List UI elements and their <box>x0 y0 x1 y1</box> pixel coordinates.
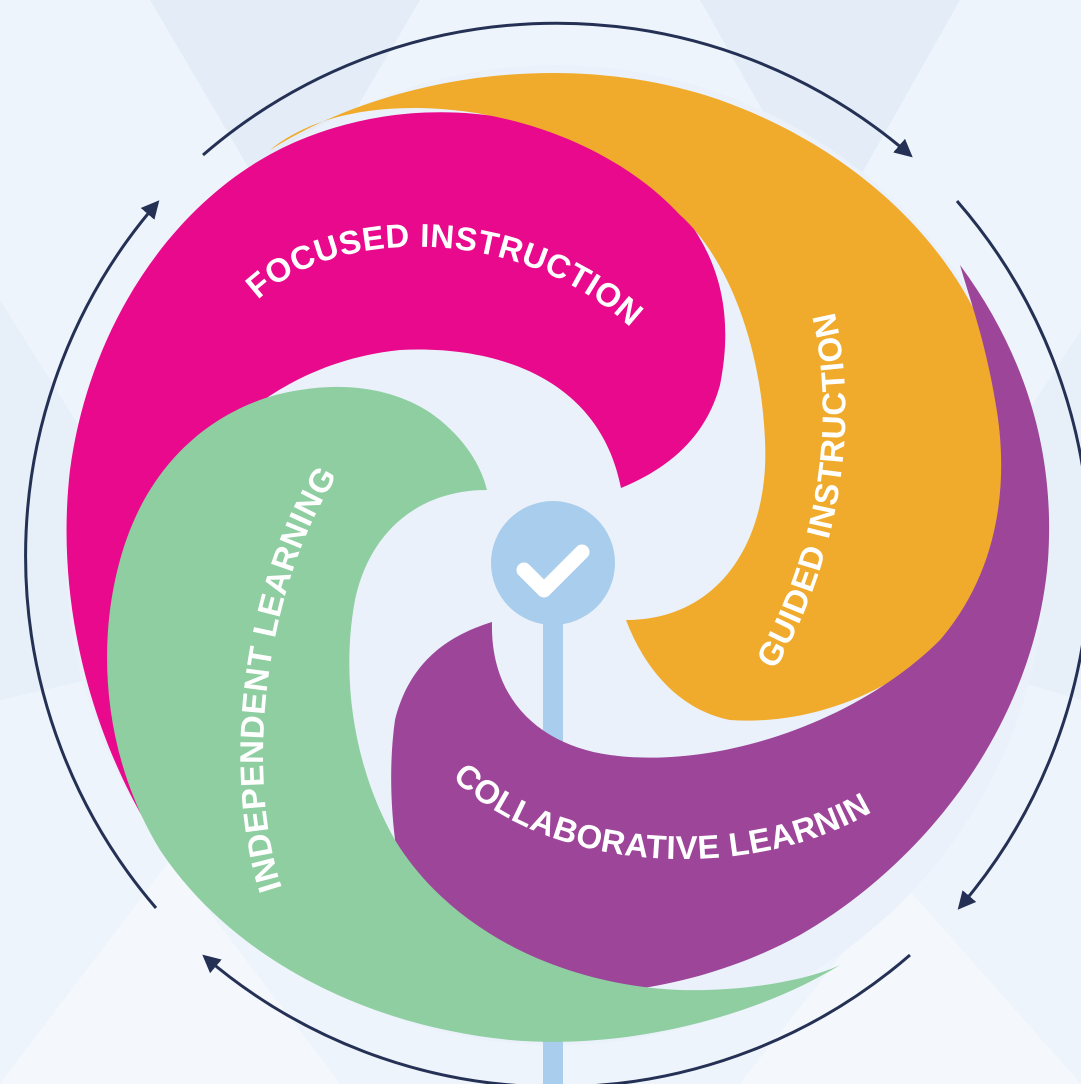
segment-guided[interactable] <box>270 72 1008 721</box>
cycle-arrow-right <box>955 200 1081 910</box>
center-badge[interactable] <box>491 501 615 625</box>
cycle-arrows <box>24 21 1081 1084</box>
segment-independent-shape <box>107 386 840 1042</box>
segment-guided-shape <box>270 72 1008 721</box>
segment-focused-shape <box>66 112 726 830</box>
center-circle <box>491 501 615 625</box>
segment-focused[interactable] <box>66 112 726 830</box>
cycle-arrow-top <box>202 21 913 158</box>
cycle-arrow-bottom <box>202 953 911 1084</box>
segment-collaborative-shape <box>391 265 1050 994</box>
cycle-arrow-left <box>24 200 160 909</box>
segment-collaborative[interactable] <box>391 265 1050 994</box>
checkmark-icon <box>516 544 590 598</box>
segment-independent[interactable] <box>107 386 840 1042</box>
